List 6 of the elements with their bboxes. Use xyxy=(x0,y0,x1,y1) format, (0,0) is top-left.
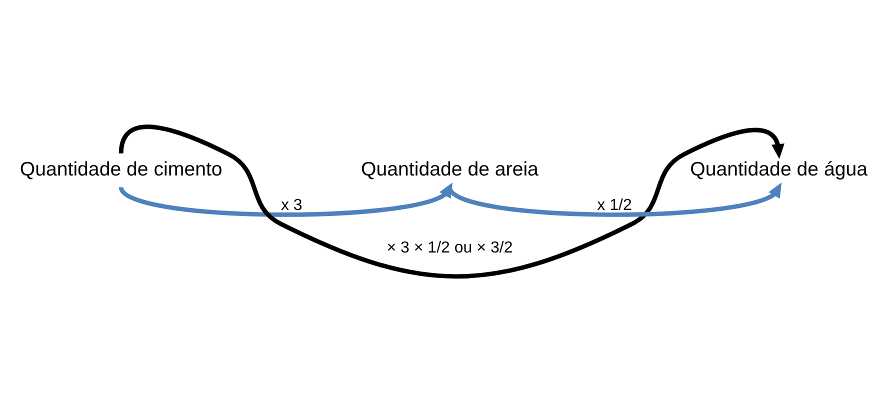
edge-label: × 3 × 1/2 ou × 3/2 xyxy=(386,238,513,257)
edge-label: x 3 xyxy=(280,196,302,214)
node-text: Quantidade de cimento xyxy=(20,158,222,180)
node-text: Quantidade de água xyxy=(690,158,868,180)
edge-label: x 1/2 xyxy=(597,196,632,214)
node-text: Quantidade de areia xyxy=(361,158,538,180)
